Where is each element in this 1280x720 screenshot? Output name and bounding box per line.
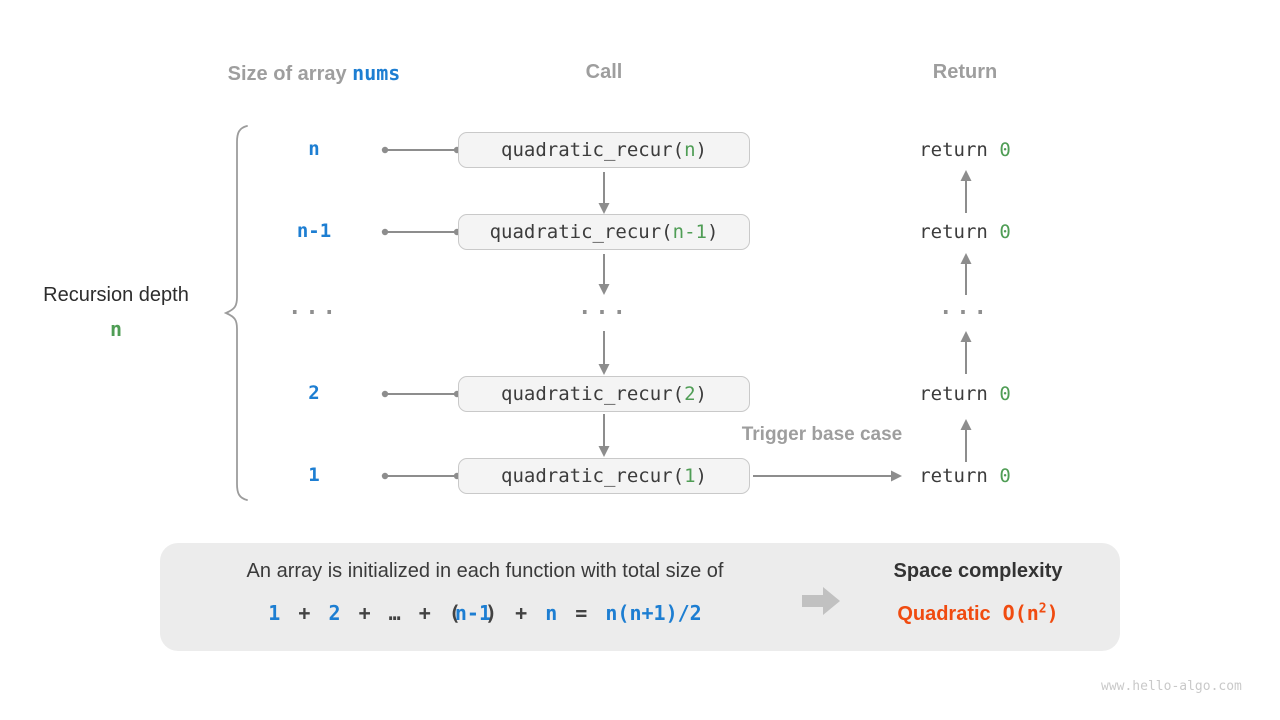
recursion-depth-text: Recursion depth — [43, 284, 189, 306]
call-box-n: quadratic_recur(n) — [458, 132, 750, 168]
connector-line-icon — [381, 146, 461, 154]
right-arrow-icon — [753, 470, 902, 482]
size-label-n: n — [308, 138, 320, 160]
call-box-1: quadratic_recur(1) — [458, 458, 750, 494]
return-value: 0 — [999, 221, 1011, 243]
formula-paren: ) — [485, 601, 498, 625]
connector-line-icon — [381, 390, 461, 398]
block-arrow-right-icon — [802, 587, 840, 615]
formula-operator: + — [418, 601, 431, 625]
size-label-2: 2 — [308, 382, 320, 404]
summary-panel — [160, 543, 1120, 651]
site-watermark: www.hello-algo.com — [1101, 679, 1242, 694]
formula-term: 1 — [268, 601, 281, 625]
return-keyword: return — [919, 221, 1000, 243]
panel-formula: 1 + 2 + … + (n-1) + n = n(n+1)/2 — [185, 601, 785, 625]
call-ellipsis: ... — [578, 295, 630, 320]
call-text-close: ) — [706, 221, 719, 243]
space-complexity-title: Space complexity — [893, 560, 1063, 582]
column-header-return: Return — [932, 61, 998, 83]
panel-description: An array is initialized in each function… — [246, 560, 724, 582]
size-ellipsis: ... — [288, 295, 340, 320]
return-value: 0 — [999, 383, 1011, 405]
space-complexity-value: Quadratic O(n2) — [858, 601, 1098, 626]
call-text-close: ) — [695, 139, 707, 161]
size-label-1: 1 — [308, 464, 320, 486]
return-keyword: return — [919, 383, 1000, 405]
call-text: quadratic_recur( — [489, 221, 673, 243]
call-arg: n — [684, 139, 696, 161]
return-ellipsis: ... — [939, 295, 991, 320]
complexity-word: Quadratic — [897, 603, 991, 625]
formula-equals: = — [575, 601, 588, 625]
brace-icon — [224, 125, 248, 501]
call-text-close: ) — [695, 383, 707, 405]
recursion-depth-n: n — [109, 317, 123, 341]
connector-line-icon — [381, 228, 461, 236]
down-arrow-icon — [598, 172, 610, 214]
call-box-2: quadratic_recur(2) — [458, 376, 750, 412]
call-arg: 2 — [684, 383, 696, 405]
column-header-size: Size of array nums — [164, 61, 464, 86]
down-arrow-icon — [598, 254, 610, 295]
up-arrow-icon — [960, 170, 972, 213]
formula-term: n — [545, 601, 558, 625]
return-keyword: return — [919, 465, 1000, 487]
formula-result: n(n+1)/2 — [605, 601, 702, 625]
down-arrow-icon — [598, 414, 610, 457]
formula-paren: ( — [448, 601, 461, 625]
call-arg: 1 — [684, 465, 696, 487]
up-arrow-icon — [960, 331, 972, 374]
formula-operator: + — [358, 601, 371, 625]
trigger-base-case-label: Trigger base case — [741, 424, 903, 445]
formula-operator: + — [515, 601, 528, 625]
up-arrow-icon — [960, 253, 972, 295]
return-row-2: return 0 — [885, 383, 1045, 405]
call-text: quadratic_recur( — [501, 383, 685, 405]
call-arg: n-1 — [672, 221, 707, 243]
return-value: 0 — [999, 139, 1011, 161]
size-header-text: Size of array — [227, 63, 353, 85]
connector-line-icon — [381, 472, 461, 480]
down-arrow-icon — [598, 331, 610, 375]
size-header-code: nums — [352, 61, 401, 85]
return-row-n: return 0 — [885, 139, 1045, 161]
formula-operator: + — [298, 601, 311, 625]
call-text: quadratic_recur( — [501, 465, 685, 487]
return-row-n-1: return 0 — [885, 221, 1045, 243]
formula-ellipsis: … — [388, 601, 401, 625]
return-keyword: return — [919, 139, 1000, 161]
call-box-n-1: quadratic_recur(n-1) — [458, 214, 750, 250]
formula-term: n-1 — [454, 601, 492, 625]
formula-term: 2 — [328, 601, 341, 625]
call-text: quadratic_recur( — [501, 139, 685, 161]
big-o-notation: O(n2) — [1002, 601, 1059, 625]
call-text-close: ) — [695, 465, 707, 487]
column-header-call: Call — [585, 61, 623, 83]
size-label-n-1: n-1 — [296, 220, 332, 242]
recursion-depth-label: Recursion depth n — [16, 284, 216, 341]
return-value: 0 — [999, 465, 1011, 487]
up-arrow-icon — [960, 419, 972, 462]
return-row-1: return 0 — [885, 465, 1045, 487]
